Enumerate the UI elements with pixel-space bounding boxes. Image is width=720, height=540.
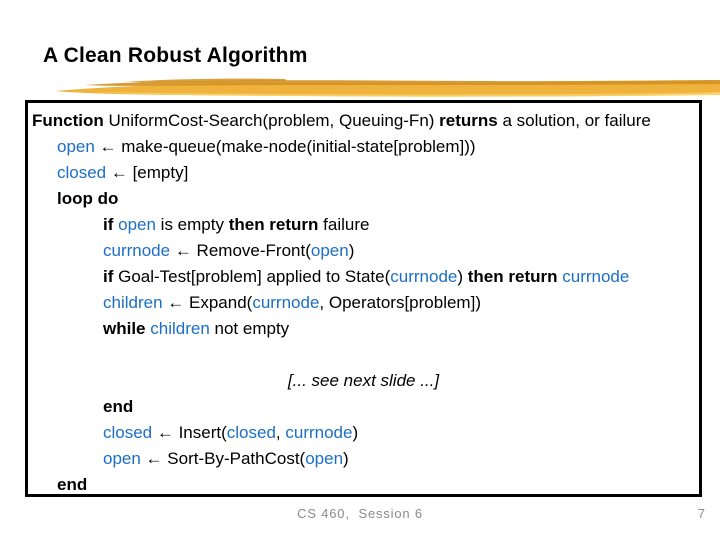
code-segment: , Operators[problem]) (319, 293, 481, 312)
code-segment: open (57, 137, 95, 156)
code-segment: currnode (562, 267, 630, 286)
brush-stroke-dark-dash (125, 78, 287, 83)
code-segment: end (57, 475, 88, 494)
code-segment: closed (226, 423, 276, 442)
code-segment: UniformCost-Search(problem, Queuing-Fn) (103, 111, 440, 130)
code-segment: ) (457, 267, 468, 286)
code-line: end (28, 394, 699, 420)
code-segment: ← make-queue(make-node(initial-state[pro… (94, 137, 476, 156)
gold-brush-stroke (55, 70, 720, 102)
code-segment: children (150, 319, 210, 338)
code-segment: ) (348, 241, 355, 260)
code-line: Function UniformCost-Search(problem, Que… (28, 108, 699, 134)
page-number: 7 (697, 506, 705, 521)
brush-stroke-dark-streak (85, 80, 720, 86)
code-segment: children (103, 293, 163, 312)
code-segment: not empty (209, 319, 290, 338)
code-line: open ← Sort-By-PathCost(open) (28, 446, 699, 472)
code-segment: if (103, 267, 114, 286)
code-segment: currnode (285, 423, 353, 442)
code-line: loop do (28, 186, 699, 212)
code-segment: if (103, 215, 114, 234)
brush-stroke-light-streak (95, 92, 720, 97)
code-segment: ) (343, 449, 349, 468)
code-line: end (28, 472, 699, 498)
code-segment: Goal-Test[problem] applied to State( (113, 267, 391, 286)
code-line (28, 342, 699, 368)
code-segment: failure (318, 215, 370, 234)
code-segment: is empty (155, 215, 229, 234)
code-segment: then return (228, 215, 319, 234)
code-segment: ← Expand( (162, 293, 253, 312)
code-segment: Function (32, 111, 104, 130)
code-segment: ← Remove-Front( (170, 241, 311, 260)
code-line: children ← Expand(currnode, Operators[pr… (28, 290, 699, 316)
brush-stroke-svg (55, 78, 720, 97)
code-segment: closed (103, 423, 153, 442)
code-segment: a solution, or failure (497, 111, 651, 130)
code-segment: loop do (57, 189, 119, 208)
code-segment: open (310, 241, 349, 260)
code-line: currnode ← Remove-Front(open) (28, 238, 699, 264)
code-segment: ) (352, 423, 359, 442)
code-segment: end (103, 397, 134, 416)
code-segment: closed (57, 163, 107, 182)
code-segment: currnode (390, 267, 458, 286)
code-segment: [... see next slide ...] (287, 371, 440, 390)
code-segment: while (103, 319, 146, 338)
code-line: if open is empty then return failure (28, 212, 699, 238)
code-segment: , (275, 423, 286, 442)
code-line: closed ← [empty] (28, 160, 699, 186)
code-line: [... see next slide ...] (28, 368, 699, 394)
footer-course-label: CS 460, Session 6 (297, 506, 423, 521)
code-segment: returns (439, 111, 498, 130)
code-segment: open (103, 449, 141, 468)
code-line: closed ← Insert(closed, currnode) (28, 420, 699, 446)
code-segment: ← Insert( (152, 423, 227, 442)
code-box: Function UniformCost-Search(problem, Que… (25, 100, 702, 497)
code-segment: currnode (252, 293, 320, 312)
code-line: if Goal-Test[problem] applied to State(c… (28, 264, 699, 290)
code-segment: then return (467, 267, 558, 286)
code-segment: currnode (103, 241, 171, 260)
slide-title: A Clean Robust Algorithm (43, 44, 308, 67)
code-segment: ← [empty] (106, 163, 189, 182)
code-segment: ← Sort-By-PathCost( (140, 449, 306, 468)
code-line: open ← make-queue(make-node(initial-stat… (28, 134, 699, 160)
code-line: while children not empty (28, 316, 699, 342)
code-segment: open (305, 449, 344, 468)
code-segment: open (118, 215, 156, 234)
